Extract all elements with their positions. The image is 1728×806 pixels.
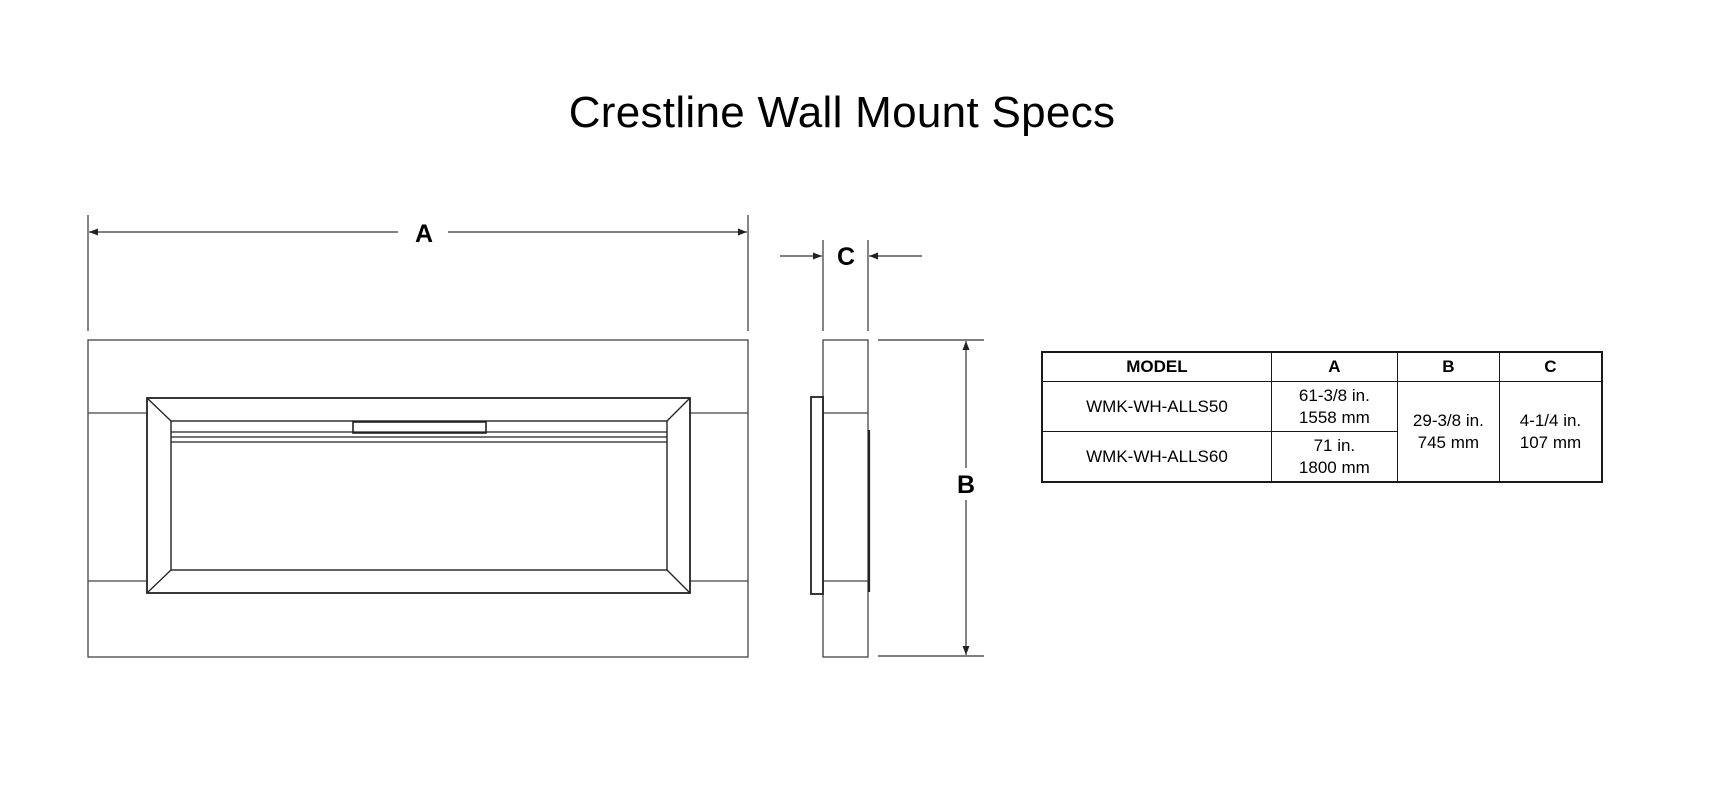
dim-c-millimeters: 107 mm [1519, 432, 1582, 452]
dim-a-cell: 71 in. 1800 mm [1270, 431, 1398, 483]
dim-c-label: C [837, 243, 855, 271]
dim-b-label: B [957, 471, 975, 499]
dim-a-label: A [415, 220, 433, 248]
page-title: Crestline Wall Mount Specs [568, 88, 1116, 137]
front-outer-panel [87, 339, 749, 658]
dimension-b [878, 339, 984, 657]
fireplace-frame-outer [146, 397, 691, 594]
header-c: C [1498, 351, 1603, 382]
header-model: MODEL [1041, 351, 1272, 382]
dim-a-millimeters: 1800 mm [1298, 457, 1370, 477]
bevel-top-left [146, 397, 172, 422]
dim-a-inches: 71 in. [1313, 435, 1356, 455]
dimension-c [780, 240, 922, 331]
bevel-top-right [666, 397, 691, 422]
dim-b-inches: 29-3/8 in. [1412, 410, 1484, 430]
side-fireplace-edge [810, 396, 824, 595]
table-row: WMK-WH-ALLS50 61-3/8 in. 1558 mm 29-3/8 … [1041, 381, 1603, 483]
front-view [87, 339, 749, 658]
dim-b-cell: 29-3/8 in. 745 mm [1396, 381, 1500, 483]
dim-a-cell: 61-3/8 in. 1558 mm [1270, 381, 1398, 432]
model-cell: WMK-WH-ALLS60 [1041, 431, 1272, 483]
side-outer-panel [822, 339, 869, 658]
model-cell: WMK-WH-ALLS50 [1041, 381, 1272, 432]
dimension-a [87, 215, 749, 331]
fireplace-frame-inner [170, 420, 668, 571]
spec-table: MODEL A B C WMK-WH-ALLS50 61-3/8 in. 155… [1041, 351, 1603, 483]
header-b: B [1396, 351, 1500, 382]
header-a: A [1270, 351, 1398, 382]
side-view [810, 339, 871, 658]
dim-c-cell: 4-1/4 in. 107 mm [1498, 381, 1603, 483]
table-header-row: MODEL A B C [1041, 351, 1603, 382]
bevel-bottom-left [146, 569, 172, 594]
table-row: WMK-WH-ALLS60 71 in. 1800 mm [1041, 431, 1602, 483]
dim-c-inches: 4-1/4 in. [1519, 410, 1582, 430]
control-panel-strip [352, 421, 487, 434]
dim-b-millimeters: 745 mm [1417, 432, 1480, 452]
dim-a-inches: 61-3/8 in. [1298, 385, 1370, 405]
dim-a-millimeters: 1558 mm [1298, 407, 1370, 427]
bevel-bottom-right [666, 569, 691, 594]
